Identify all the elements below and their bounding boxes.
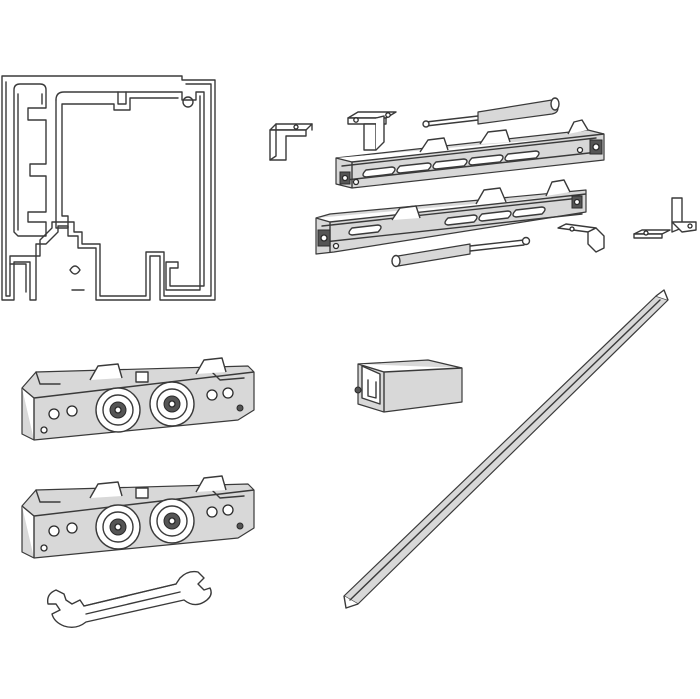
open-end-wrench-icon [46,570,212,629]
aluminium-track-profile-icon [1,75,216,301]
mounting-angle-bracket-icon [269,123,313,161]
end-stop-bracket-icon [633,197,697,239]
roller-wheel-icon [95,387,141,433]
roller-carriage-icon [21,475,255,559]
soft-close-damper-piston-icon [391,236,531,268]
soft-close-damper-piston-icon [422,97,560,128]
floor-guide-rail-icon [343,289,669,609]
roller-wheel-icon [95,504,141,550]
roller-carriage-icon [21,357,255,441]
end-stop-bracket-icon [347,111,397,151]
mounting-angle-bracket-icon [557,223,605,253]
soft-close-damper-housing-icon [335,119,605,189]
roller-wheel-icon [149,498,195,544]
soft-close-damper-housing-icon [315,179,587,255]
door-guide-block-icon [354,359,463,413]
roller-wheel-icon [149,381,195,427]
